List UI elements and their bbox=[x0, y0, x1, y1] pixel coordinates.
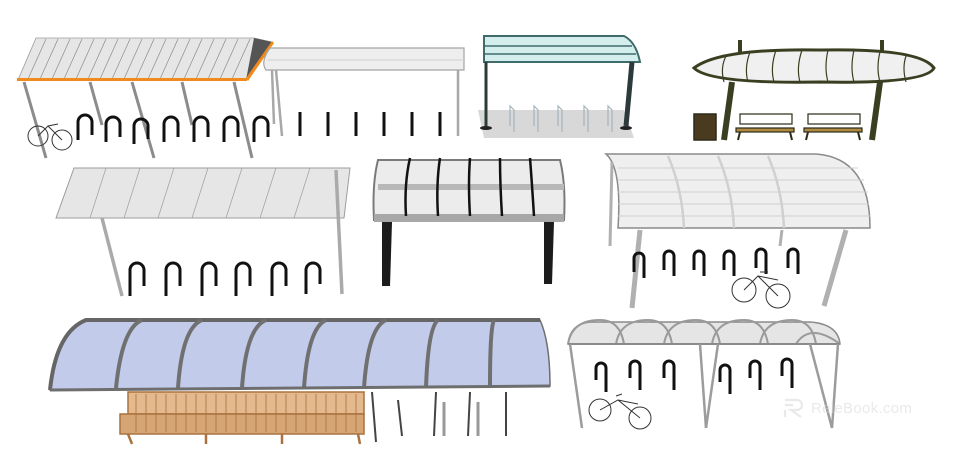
watermark: ReleBook.com bbox=[783, 398, 912, 418]
shelter-8 bbox=[48, 318, 551, 445]
watermark-text: ReleBook.com bbox=[811, 399, 913, 417]
shelter-7 bbox=[604, 153, 871, 309]
shelter-1 bbox=[17, 37, 274, 159]
watermark-logo-icon bbox=[783, 398, 804, 418]
shelter-2 bbox=[263, 47, 465, 137]
shelter-6 bbox=[372, 157, 566, 286]
shelter-5 bbox=[55, 167, 351, 297]
shelter-9 bbox=[567, 318, 841, 430]
shelter-3 bbox=[478, 35, 642, 138]
shelter-4 bbox=[691, 40, 936, 141]
